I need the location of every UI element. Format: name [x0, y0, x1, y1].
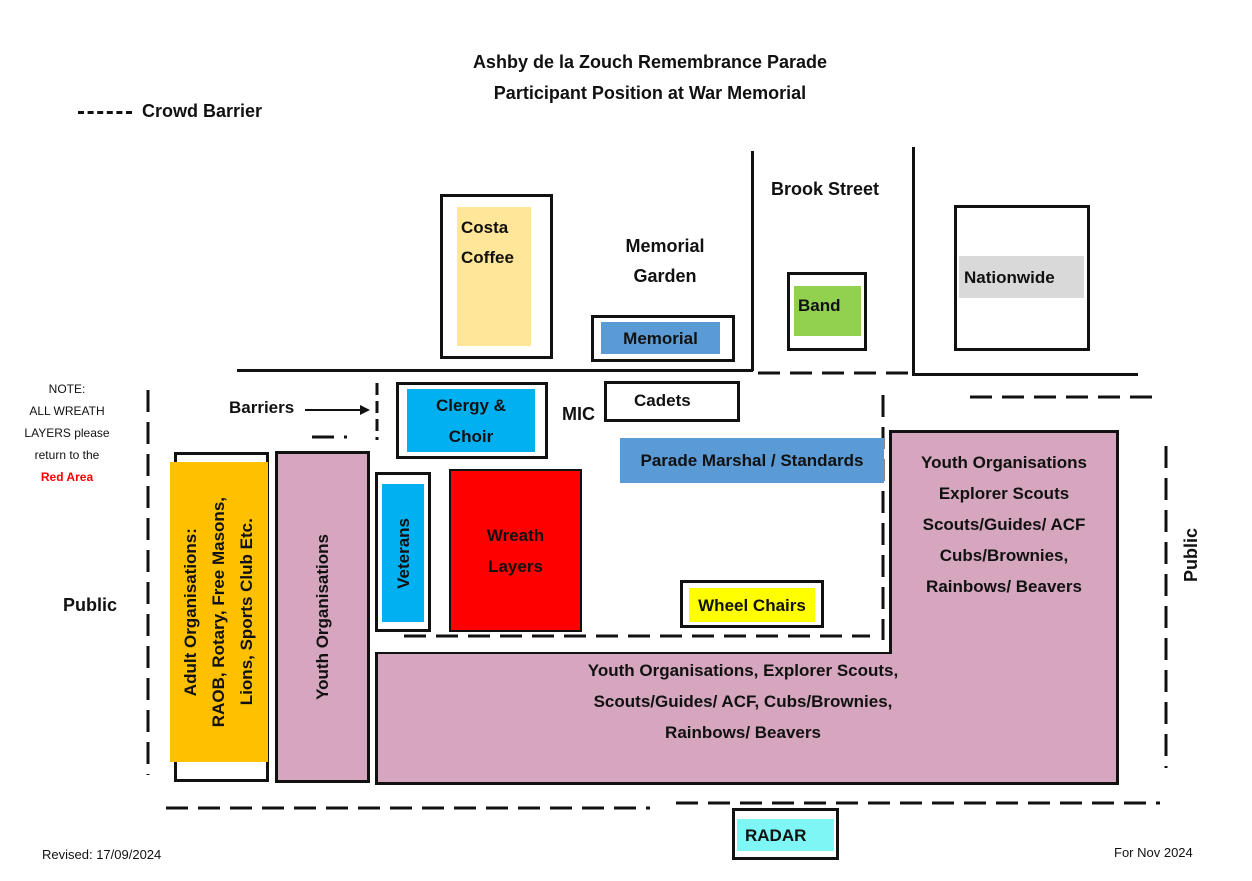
wreath-layers-area: Wreath Layers [449, 469, 582, 632]
brook-street-label: Brook Street [771, 179, 880, 199]
memorial-garden-label-2: Garden [633, 266, 697, 286]
diagram-title-line1: Ashby de la Zouch Remembrance Parade [472, 52, 828, 72]
memorial-garden-label-1: Memorial [625, 236, 705, 256]
radar-fill: RADAR [737, 819, 834, 851]
adult-organisations-text: Adult Organisations: RAOB, Rotary, Free … [177, 497, 261, 727]
costa-label-2: Coffee [461, 248, 514, 267]
wreath-label-2: Layers [488, 556, 543, 576]
youth-bottom-text: Youth Organisations, Explorer Scouts, Sc… [493, 655, 993, 748]
note-line-5-red-area: Red Area [40, 470, 94, 484]
youth-vertical-label: Youth Organisations [313, 534, 332, 700]
parade-marshal-standards: Parade Marshal / Standards [620, 438, 884, 483]
note-line-3: LAYERS please [24, 426, 110, 440]
band-fill: Band [794, 286, 861, 336]
revised-date: Revised: 17/09/2024 [42, 847, 162, 862]
youth-right-label-3: Scouts/Guides/ ACF [922, 515, 1086, 534]
mic-label: MIC [562, 404, 595, 424]
youth-right-label-1: Youth Organisations [921, 453, 1087, 472]
wheel-chairs-fill: Wheel Chairs [689, 588, 815, 622]
wreath-note: NOTE: ALL WREATH LAYERS please return to… [16, 378, 118, 488]
public-label-left: Public [63, 595, 118, 615]
youth-bottom-label-1: Youth Organisations, Explorer Scouts, [587, 661, 899, 680]
youth-bottom-label-2: Scouts/Guides/ ACF, Cubs/Brownies, [593, 692, 893, 711]
public-label-right-wrap: Public [1176, 520, 1206, 590]
memorial-garden-label: Memorial Garden [610, 231, 720, 291]
wreath-label-1: Wreath [486, 525, 545, 545]
crowd-barrier-legend-line [78, 111, 132, 114]
youth-organisations-bottom [375, 652, 1119, 785]
adult-label-1: Adult Organisations: [181, 527, 200, 697]
note-line-2: ALL WREATH [29, 404, 105, 418]
note-line-1: NOTE: [48, 382, 86, 396]
adult-label-3: Lions, Sports Club Etc. [237, 518, 256, 706]
barriers-label: Barriers [229, 398, 295, 417]
note-line-4: return to the [34, 448, 100, 462]
clergy-label-2: Choir [448, 426, 494, 446]
youth-bottom-label-3: Rainbows/ Beavers [665, 723, 821, 742]
cadets-box: Cadets [604, 381, 740, 422]
crowd-barrier-legend-label: Crowd Barrier [142, 101, 263, 121]
youth-right-label-2: Explorer Scouts [938, 484, 1070, 503]
youth-join-patch [892, 650, 1116, 656]
for-date: For Nov 2024 [1114, 845, 1193, 860]
brook-street-right-edge [912, 147, 915, 376]
costa-label-1: Costa [461, 218, 509, 237]
youth-right-text: Youth Organisations Explorer Scouts Scou… [889, 447, 1119, 602]
veterans-fill: Veterans [382, 484, 424, 622]
nationwide-fill: Nationwide [959, 256, 1084, 298]
adult-organisations-fill: Adult Organisations: RAOB, Rotary, Free … [170, 462, 268, 762]
diagram-title-line2: Participant Position at War Memorial [493, 83, 807, 103]
clergy-label-1: Clergy & [436, 395, 506, 415]
clergy-choir-fill: Clergy & Choir [407, 389, 535, 452]
public-label-right: Public [1180, 527, 1201, 582]
adult-label-2: RAOB, Rotary, Free Masons, [209, 496, 228, 728]
veterans-label: Veterans [393, 517, 413, 589]
street-line-right [912, 373, 1138, 376]
brook-street-left-edge [751, 151, 754, 371]
costa-coffee-fill: Costa Coffee [457, 207, 531, 346]
youth-organisations-right [889, 430, 1119, 655]
youth-right-label-4: Cubs/Brownies, [939, 546, 1069, 565]
barriers-arrow-head-icon [360, 405, 370, 415]
street-line-main [237, 369, 753, 372]
youth-right-label-5: Rainbows/ Beavers [926, 577, 1082, 596]
memorial-fill: Memorial [601, 322, 720, 354]
youth-organisations-vertical: Youth Organisations [275, 451, 370, 783]
